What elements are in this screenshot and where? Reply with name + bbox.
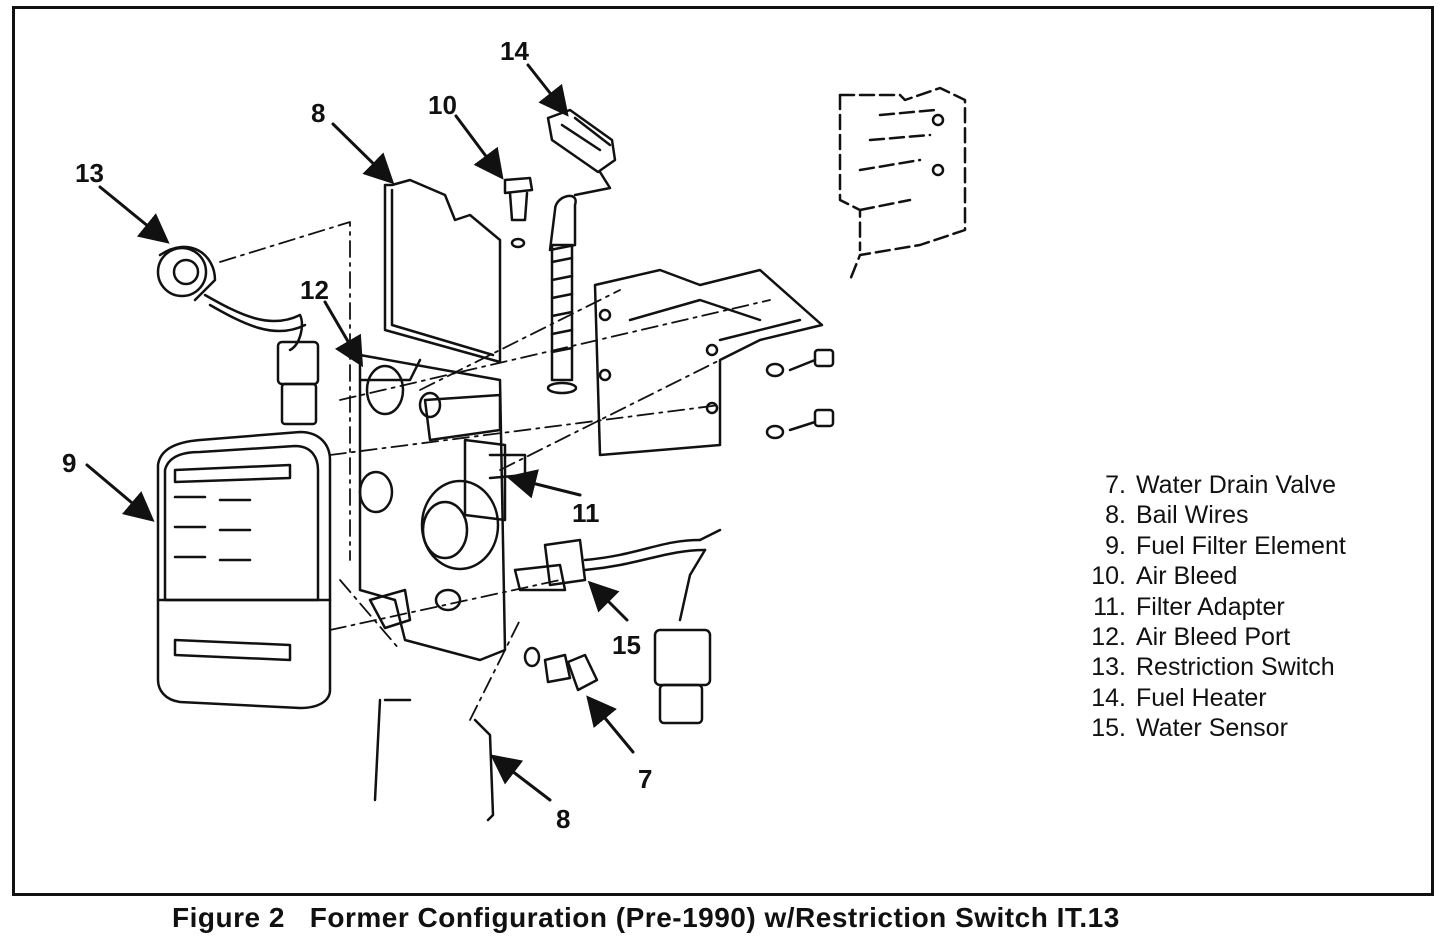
figure-frame [12,6,1434,896]
legend-item: 11.Filter Adapter [1093,592,1285,621]
callout-10: 10 [428,90,457,120]
alignment-lines [219,221,771,721]
leader-9 [85,463,155,522]
callout-11: 11 [572,498,600,528]
bail-wire-lower [373,698,495,822]
bracket-hole [931,163,945,177]
legend-item: 15.Water Sensor [1091,714,1288,743]
leader-8-top [331,122,395,185]
legend-item: 13.Restriction Switch [1091,653,1335,682]
legend-item: 7.Water Drain Valve [1105,471,1337,499]
legend-item: 12.Air Bleed Port [1091,623,1291,652]
bail-wire-upper [383,178,502,364]
fuel-filter-element [156,430,332,710]
bolt-upper [765,348,835,378]
leader-14 [526,63,569,117]
callout-12: 12 [300,275,329,305]
fuel-heater [546,108,617,395]
callout-9: 9 [62,448,77,478]
plate-hole [705,343,719,357]
water-sensor [513,528,722,725]
callout-8-bottom: 8 [556,804,571,834]
leader-12 [323,300,364,368]
restriction-switch [156,245,320,426]
callout-14: 14 [500,36,529,66]
callout-13: 13 [75,158,104,188]
mounting-plate [593,268,824,457]
callout-8-top: 8 [311,98,326,128]
legend-item: 10.Air Bleed [1091,562,1238,591]
callout-7: 7 [638,764,653,794]
air-bleed [503,176,534,249]
figure-caption: Figure 2 Former Configuration (Pre-1990)… [172,902,1120,933]
water-drain-valve [523,646,599,692]
bolt-lower [765,408,835,440]
leader-arrows [85,63,635,802]
mounting-bracket [838,86,967,282]
parts-legend: 7.Water Drain Valve 8.Bail Wires 9.Fuel … [1076,470,1346,744]
leader-11 [506,469,582,499]
plate-hole [598,308,612,322]
leader-15 [587,580,629,622]
legend-item: 9.Fuel Filter Element [1105,531,1346,560]
bracket-hole [931,113,945,127]
leader-13 [98,185,170,244]
leader-10 [454,114,504,180]
leader-7 [586,695,635,754]
plate-hole [705,401,719,415]
leader-8-bottom [490,754,552,802]
filter-adapter [358,353,527,662]
legend-item: 14.Fuel Heater [1091,683,1267,712]
plate-hole [598,368,612,382]
callout-15: 15 [612,630,641,660]
legend-item: 8.Bail Wires [1105,501,1249,530]
